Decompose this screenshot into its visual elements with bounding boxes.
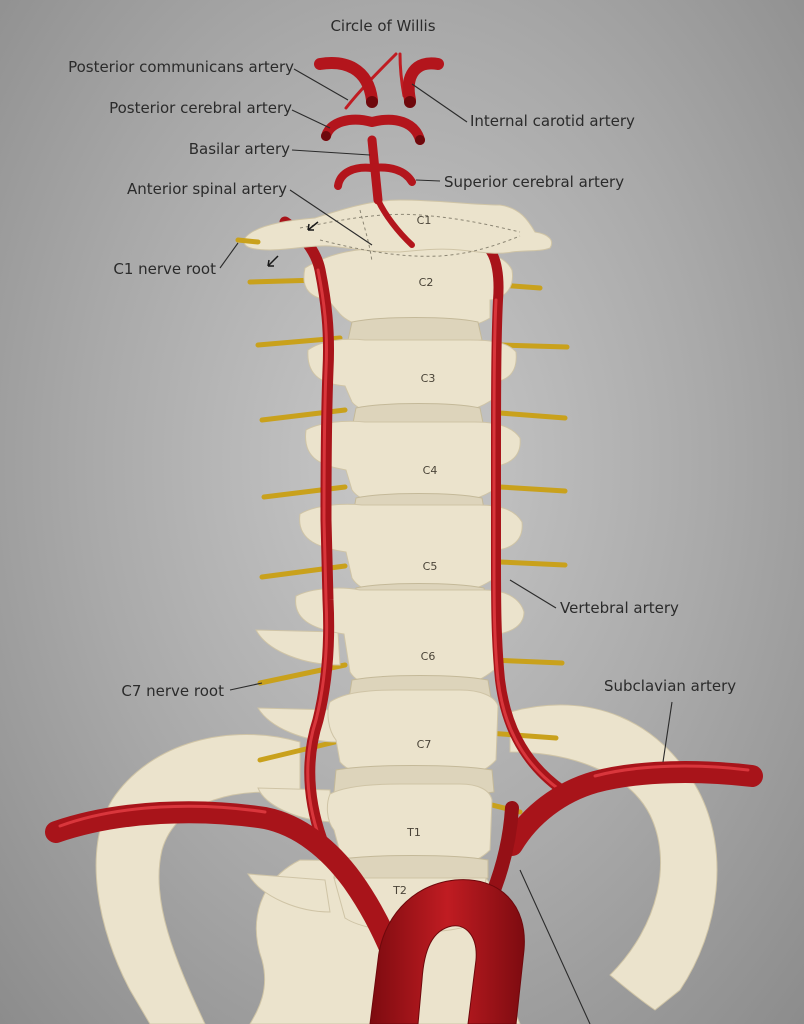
subclavian-artery-left (45, 801, 406, 971)
vertebra-t1: T1 (326, 765, 495, 871)
label-superior-cerebral-artery: Superior cerebral artery (444, 173, 624, 191)
vertebra-label-t1: T1 (406, 826, 421, 839)
vertebral-artery-left-highlight (306, 268, 329, 842)
vertebra-label-t2: T2 (392, 884, 407, 897)
c1-nerve-root (235, 237, 261, 245)
label-c7-nerve-root: C7 nerve root (121, 682, 224, 700)
label-internal-carotid-artery: Internal carotid artery (470, 112, 635, 130)
vertebra-c3: C3 (307, 317, 517, 419)
vertebral-artery-left (279, 216, 335, 846)
subclavian-artery-right (501, 761, 763, 856)
subclavian-artery-right-highlight (593, 764, 750, 778)
anterior-spinal-artery (375, 197, 415, 248)
label-anterior-spinal-artery: Anterior spinal artery (127, 180, 287, 198)
vertebra-c4: C4 (305, 403, 521, 509)
vertebra-label-c7: C7 (417, 738, 432, 751)
internal-carotid-artery-left (314, 57, 378, 106)
posterior-cerebral-artery (321, 114, 425, 145)
vertebral-artery-right-highlight (492, 298, 562, 792)
label-subclavian-artery: Subclavian artery (604, 677, 736, 695)
common-carotid-artery-right (485, 801, 519, 902)
internal-carotid-artery-right (402, 57, 444, 106)
subclavian-artery-left-highlight (58, 804, 267, 828)
label-c1-nerve-root: C1 nerve root (113, 260, 216, 278)
vertebral-artery-right (485, 245, 567, 795)
vertebra-c5: C5 (299, 493, 523, 599)
vertebra-label-c2: C2 (419, 276, 434, 289)
vertebra-label-c1: C1 (417, 214, 432, 227)
t2-rib-process-left (247, 873, 331, 913)
vertebra-label-c5: C5 (423, 560, 438, 573)
superior-cerebral-artery (334, 163, 416, 190)
vertebra-label-c3: C3 (421, 372, 436, 385)
leader-lines (219, 68, 673, 1024)
vertebra-label-c6: C6 (421, 650, 436, 663)
label-circle-of-willis: Circle of Willis (330, 17, 435, 35)
label-posterior-communicans-artery: Posterior communicans artery (68, 58, 294, 76)
label-posterior-cerebral-artery: Posterior cerebral artery (109, 99, 292, 117)
label-vertebral-artery: Vertebral artery (560, 599, 679, 617)
aortic-arch (369, 879, 525, 1024)
right-clavicle (509, 704, 718, 1011)
vertebra-c7: C7 (327, 675, 499, 783)
vertebra-c6: C6 (295, 583, 525, 693)
vertebra-label-c4: C4 (423, 464, 438, 477)
label-basilar-artery: Basilar artery (189, 140, 290, 158)
c6-transverse-left (255, 629, 341, 666)
